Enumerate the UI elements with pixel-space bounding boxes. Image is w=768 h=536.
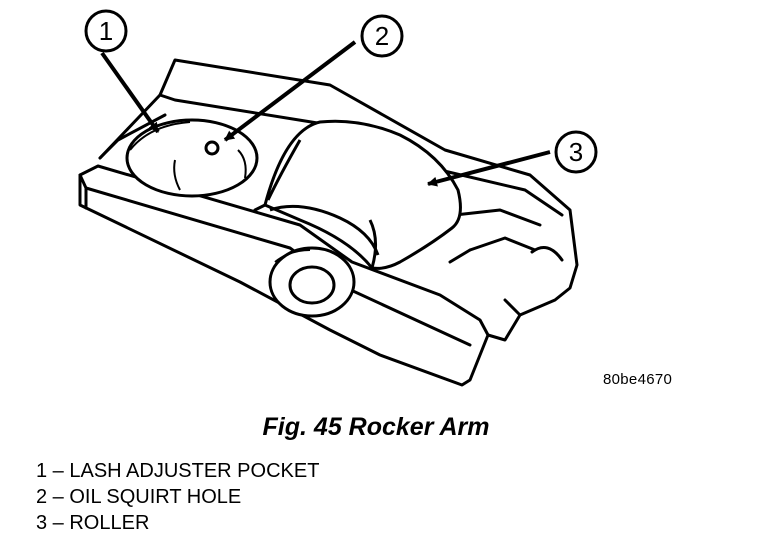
callout-3-leader [427, 150, 551, 187]
callout-1-leader [100, 51, 160, 134]
figure-caption: Fig. 45 Rocker Arm [262, 413, 490, 441]
callout-3: 3 [427, 130, 598, 187]
callout-legend: 1 – LASH ADJUSTER POCKET 2 – OIL SQUIRT … [36, 458, 319, 536]
legend-item: 1 – LASH ADJUSTER POCKET [36, 460, 320, 482]
callout-3-circle [554, 130, 598, 174]
callout-2-number: 2 [375, 21, 389, 51]
oil-squirt-hole [204, 140, 220, 156]
callout-1-number: 1 [99, 16, 113, 46]
callout-3-number: 3 [569, 137, 583, 167]
legend-item: 3 – ROLLER [36, 512, 150, 534]
callout-2-leader [223, 40, 357, 142]
callout-1: 1 [84, 9, 160, 134]
callout-2-circle [360, 14, 404, 58]
callout-2: 2 [223, 14, 404, 142]
legend-item: 2 – OIL SQUIRT HOLE [36, 486, 242, 508]
roller [263, 119, 462, 270]
figure-id-code: 80be4670 [603, 371, 673, 388]
callout-1-circle [84, 9, 128, 53]
rocker-arm-illustration: 1 2 3 [78, 9, 598, 387]
pivot-boss [268, 246, 356, 318]
